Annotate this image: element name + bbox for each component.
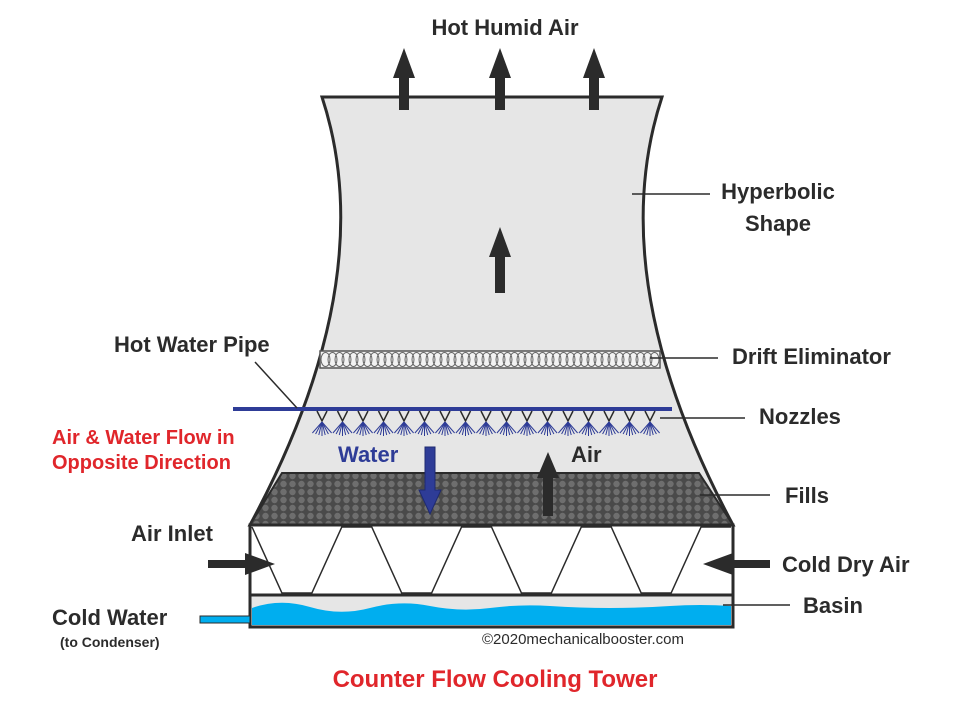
nozzle-icon <box>332 410 353 436</box>
left-arrow-icon <box>703 553 770 575</box>
up-arrow-icon <box>489 227 511 293</box>
air-up-arrow-icon <box>537 452 559 516</box>
cold-water-outlet-pipe <box>199 615 251 624</box>
nozzle-icon <box>599 410 619 436</box>
label-air-inlet: Air Inlet <box>131 521 214 546</box>
nozzle-icon <box>373 410 394 436</box>
leader-lines <box>254 193 790 606</box>
nozzle-icon <box>578 410 599 436</box>
nozzle-icon <box>455 410 476 436</box>
up-arrow-icon <box>393 48 415 110</box>
label-water: Water <box>338 442 399 467</box>
label-air: Air <box>571 442 602 467</box>
label-opposite-flow-line1: Air & Water Flow in <box>52 427 235 449</box>
drift-eliminator <box>319 350 661 369</box>
label-hyperbolic: Hyperbolic <box>721 179 835 204</box>
label-opposite-flow-line2: Opposite Direction <box>52 452 231 474</box>
label-hot-water-pipe: Hot Water Pipe <box>114 332 270 357</box>
label-hot-humid-air: Hot Humid Air <box>431 15 578 40</box>
nozzle-icon <box>517 410 537 436</box>
nozzle-icon <box>435 410 455 436</box>
nozzle-row <box>312 410 660 436</box>
label-basin: Basin <box>803 593 863 618</box>
label-cold-dry-air: Cold Dry Air <box>782 552 910 577</box>
up-arrow-icon <box>583 48 605 110</box>
tower-shell <box>247 95 736 527</box>
nozzle-icon <box>394 410 414 436</box>
nozzle-icon <box>476 410 496 436</box>
copyright-text: ©2020mechanicalbooster.com <box>482 631 684 648</box>
label-fills: Fills <box>785 483 829 508</box>
label-nozzles: Nozzles <box>759 404 841 429</box>
nozzle-icon <box>619 410 640 436</box>
nozzle-icon <box>558 410 578 436</box>
nozzle-icon <box>353 410 373 436</box>
up-arrow-icon <box>489 48 511 110</box>
label-cold-water: Cold Water <box>52 605 168 630</box>
right-arrow-icon <box>208 553 275 575</box>
label-drift-eliminator: Drift Eliminator <box>732 344 891 369</box>
nozzle-icon <box>640 410 660 436</box>
label-to-condenser: (to Condenser) <box>60 634 160 650</box>
label-shape: Shape <box>745 211 811 236</box>
nozzle-icon <box>496 410 517 436</box>
water-down-arrow-icon <box>418 446 442 516</box>
nozzle-icon <box>537 410 558 436</box>
air-inlet-section <box>248 523 735 597</box>
fills-media <box>248 472 735 526</box>
hot-air-exit-arrows <box>393 48 605 110</box>
basin <box>248 593 735 629</box>
nozzle-icon <box>414 410 435 436</box>
diagram-title: Counter Flow Cooling Tower <box>333 666 658 693</box>
nozzle-icon <box>312 410 332 436</box>
